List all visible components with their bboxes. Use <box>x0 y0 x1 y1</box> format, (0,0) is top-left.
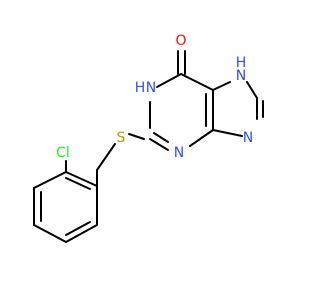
bond-benzene-1 <box>65 171 98 187</box>
bond-n7-c8 <box>246 81 258 99</box>
bond-c2-n3-double <box>153 132 169 143</box>
n9-label: N <box>243 130 253 146</box>
bond-n9-c4 <box>212 129 243 137</box>
chlorine-label: Cl <box>56 145 70 161</box>
oxygen-label: O <box>175 33 186 49</box>
bond-c5-n7 <box>212 81 231 91</box>
n1-label: N <box>146 80 156 96</box>
n7-label: N <box>236 68 246 84</box>
n3-label: N <box>174 145 184 161</box>
bond-benzene-5 <box>65 224 98 243</box>
bond-n3-c4 <box>189 129 214 147</box>
bond-benzene-1-double <box>65 177 91 190</box>
bond-s-ch2 <box>96 143 116 171</box>
bond-c5-c6 <box>180 73 214 91</box>
molecule-structure: O H N H N N N S Cl <box>33 33 264 243</box>
bond-c2-n3 <box>149 138 169 151</box>
bond-benzene-5-double <box>65 221 91 236</box>
atom-labels: O H N H N N N S Cl <box>56 33 253 161</box>
bond-benzene-4 <box>33 224 67 243</box>
bond-benzene-2 <box>33 171 67 189</box>
bond-c2-s <box>128 133 145 140</box>
bonds <box>33 50 264 243</box>
n7-hydrogen-label: H <box>236 55 247 71</box>
bond-c6-n1 <box>156 73 182 88</box>
sulfur-label: S <box>117 130 126 146</box>
n1-hydrogen-label: H <box>135 80 146 96</box>
